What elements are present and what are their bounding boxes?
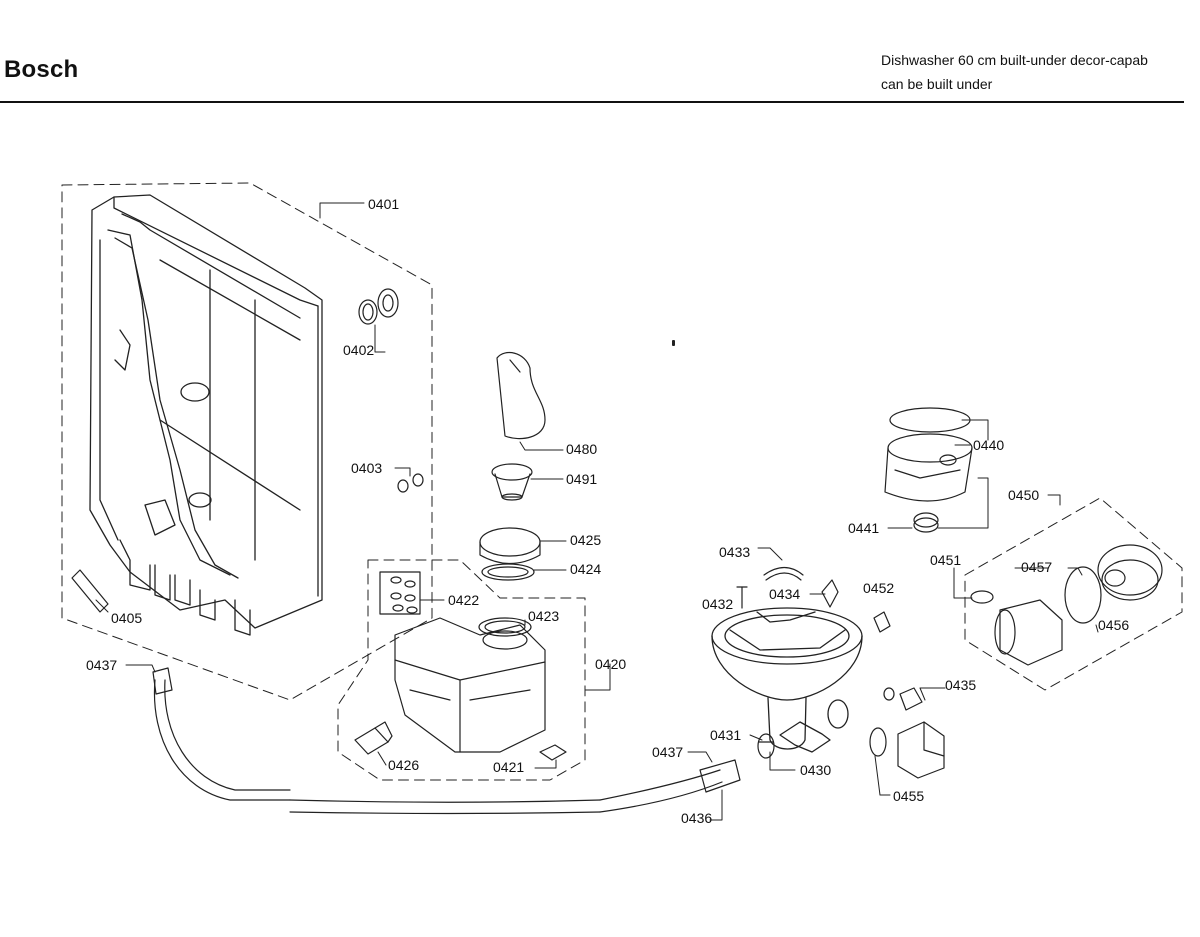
- model-description-line-2: can be built under: [881, 76, 993, 92]
- callout-0405: 0405: [111, 610, 143, 626]
- callout-0440: 0440: [973, 437, 1005, 453]
- bracket-0434: [821, 579, 839, 608]
- callout-0433: 0433: [719, 544, 751, 560]
- callout-0422: 0422: [448, 592, 480, 608]
- brand-title: Bosch: [4, 56, 79, 83]
- circulation-pump-0456: [1064, 544, 1163, 624]
- model-description: Dishwasher 60 cm built-under decor-capab…: [881, 48, 1148, 96]
- base-frame: [89, 194, 323, 636]
- callout-0480: 0480: [566, 441, 598, 457]
- clamp-0451: [970, 590, 994, 604]
- strainer-clip-0433: [763, 566, 804, 581]
- callout-0402: 0402: [343, 342, 375, 358]
- callout-0456: 0456: [1098, 617, 1130, 633]
- header-rule: [0, 101, 1184, 103]
- callout-0457: 0457: [1021, 559, 1053, 575]
- heater-housing-0440: [884, 407, 973, 502]
- callout-0432: 0432: [702, 596, 734, 612]
- stray-mark: [672, 340, 675, 346]
- bracket-0405: [71, 569, 109, 613]
- callout-0437-left: 0437: [86, 657, 118, 673]
- leader-lines: [95, 202, 1099, 821]
- pump-group-boundary: [964, 497, 1183, 691]
- pump-motor-0457: [994, 599, 1063, 666]
- callout-0451: 0451: [930, 552, 962, 568]
- softener-group-boundary: [337, 559, 586, 781]
- seal-rings-0402: [358, 288, 399, 325]
- callout-0430: 0430: [800, 762, 832, 778]
- callout-0455: 0455: [893, 788, 925, 804]
- callout-0436: 0436: [681, 810, 713, 826]
- nut-0431: [757, 733, 775, 759]
- callout-0441: 0441: [848, 520, 880, 536]
- callout-0452: 0452: [863, 580, 895, 596]
- clip-0421: [539, 744, 567, 761]
- drain-hose: [152, 667, 741, 815]
- callout-0434: 0434: [769, 586, 801, 602]
- sump-0430: [711, 607, 863, 753]
- callout-0420: 0420: [595, 656, 627, 672]
- valve-0426: [354, 721, 393, 755]
- small-parts-0422: [379, 571, 421, 615]
- clip-0452: [873, 611, 891, 633]
- screw-0432: [736, 586, 748, 609]
- cap-0491: [491, 463, 533, 501]
- callout-0437-right: 0437: [652, 744, 684, 760]
- callout-0491: 0491: [566, 471, 598, 487]
- callout-0421: 0421: [493, 759, 525, 775]
- model-description-line-1: Dishwasher 60 cm built-under decor-capab: [881, 52, 1148, 68]
- callout-0423: 0423: [528, 608, 560, 624]
- callout-0403: 0403: [351, 460, 383, 476]
- callout-0401: 0401: [368, 196, 400, 212]
- callout-0425: 0425: [570, 532, 602, 548]
- callout-0424: 0424: [570, 561, 602, 577]
- callout-0431: 0431: [710, 727, 742, 743]
- seal-0441: [913, 512, 939, 533]
- callout-0450: 0450: [1008, 487, 1040, 503]
- sensor-0435: [883, 687, 923, 711]
- callout-0426: 0426: [388, 757, 420, 773]
- salt-lid-0425: [479, 527, 541, 564]
- small-parts-0403: [397, 473, 424, 493]
- drain-pump-0455: [869, 721, 945, 779]
- salt-funnel-0480: [496, 351, 546, 440]
- gasket-0424: [481, 563, 535, 581]
- base-frame-group-boundary: [61, 182, 433, 701]
- water-softener-0420: [394, 617, 546, 753]
- callout-0435: 0435: [945, 677, 977, 693]
